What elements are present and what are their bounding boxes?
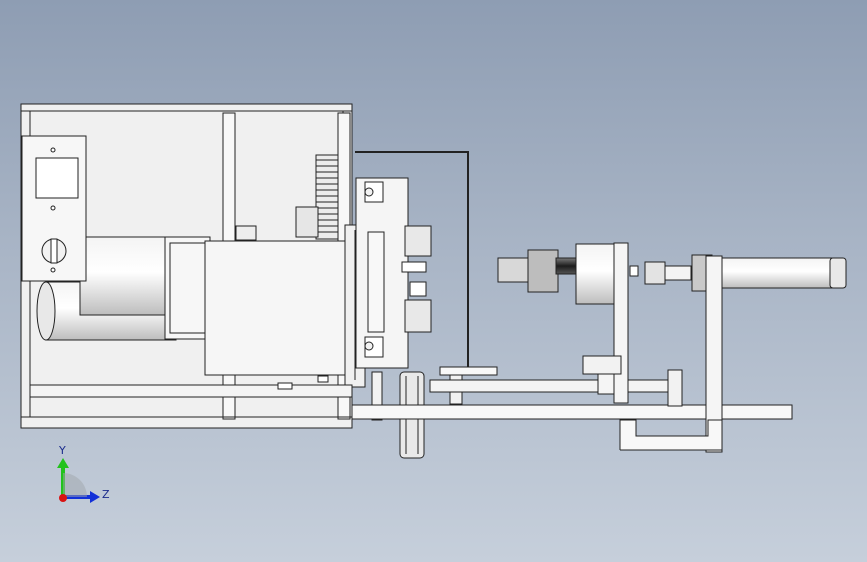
y-axis-label: Y [58,444,66,457]
display-window [35,157,79,199]
side-mechanism-frame [355,151,469,370]
spindle-chuck [497,242,639,404]
lower-rod [29,375,353,398]
origin-point [59,494,67,502]
motor-body [36,236,211,341]
y-axis-arrowhead [57,458,69,468]
tailstock-cylinder [619,254,847,453]
gearbox-block [204,224,366,388]
rotary-knob[interactable] [41,238,67,264]
drive-gear [235,154,339,241]
z-axis-label: Z [102,488,110,501]
z-axis-arrowhead [90,491,100,503]
axis-triad: Y Z [57,444,110,503]
